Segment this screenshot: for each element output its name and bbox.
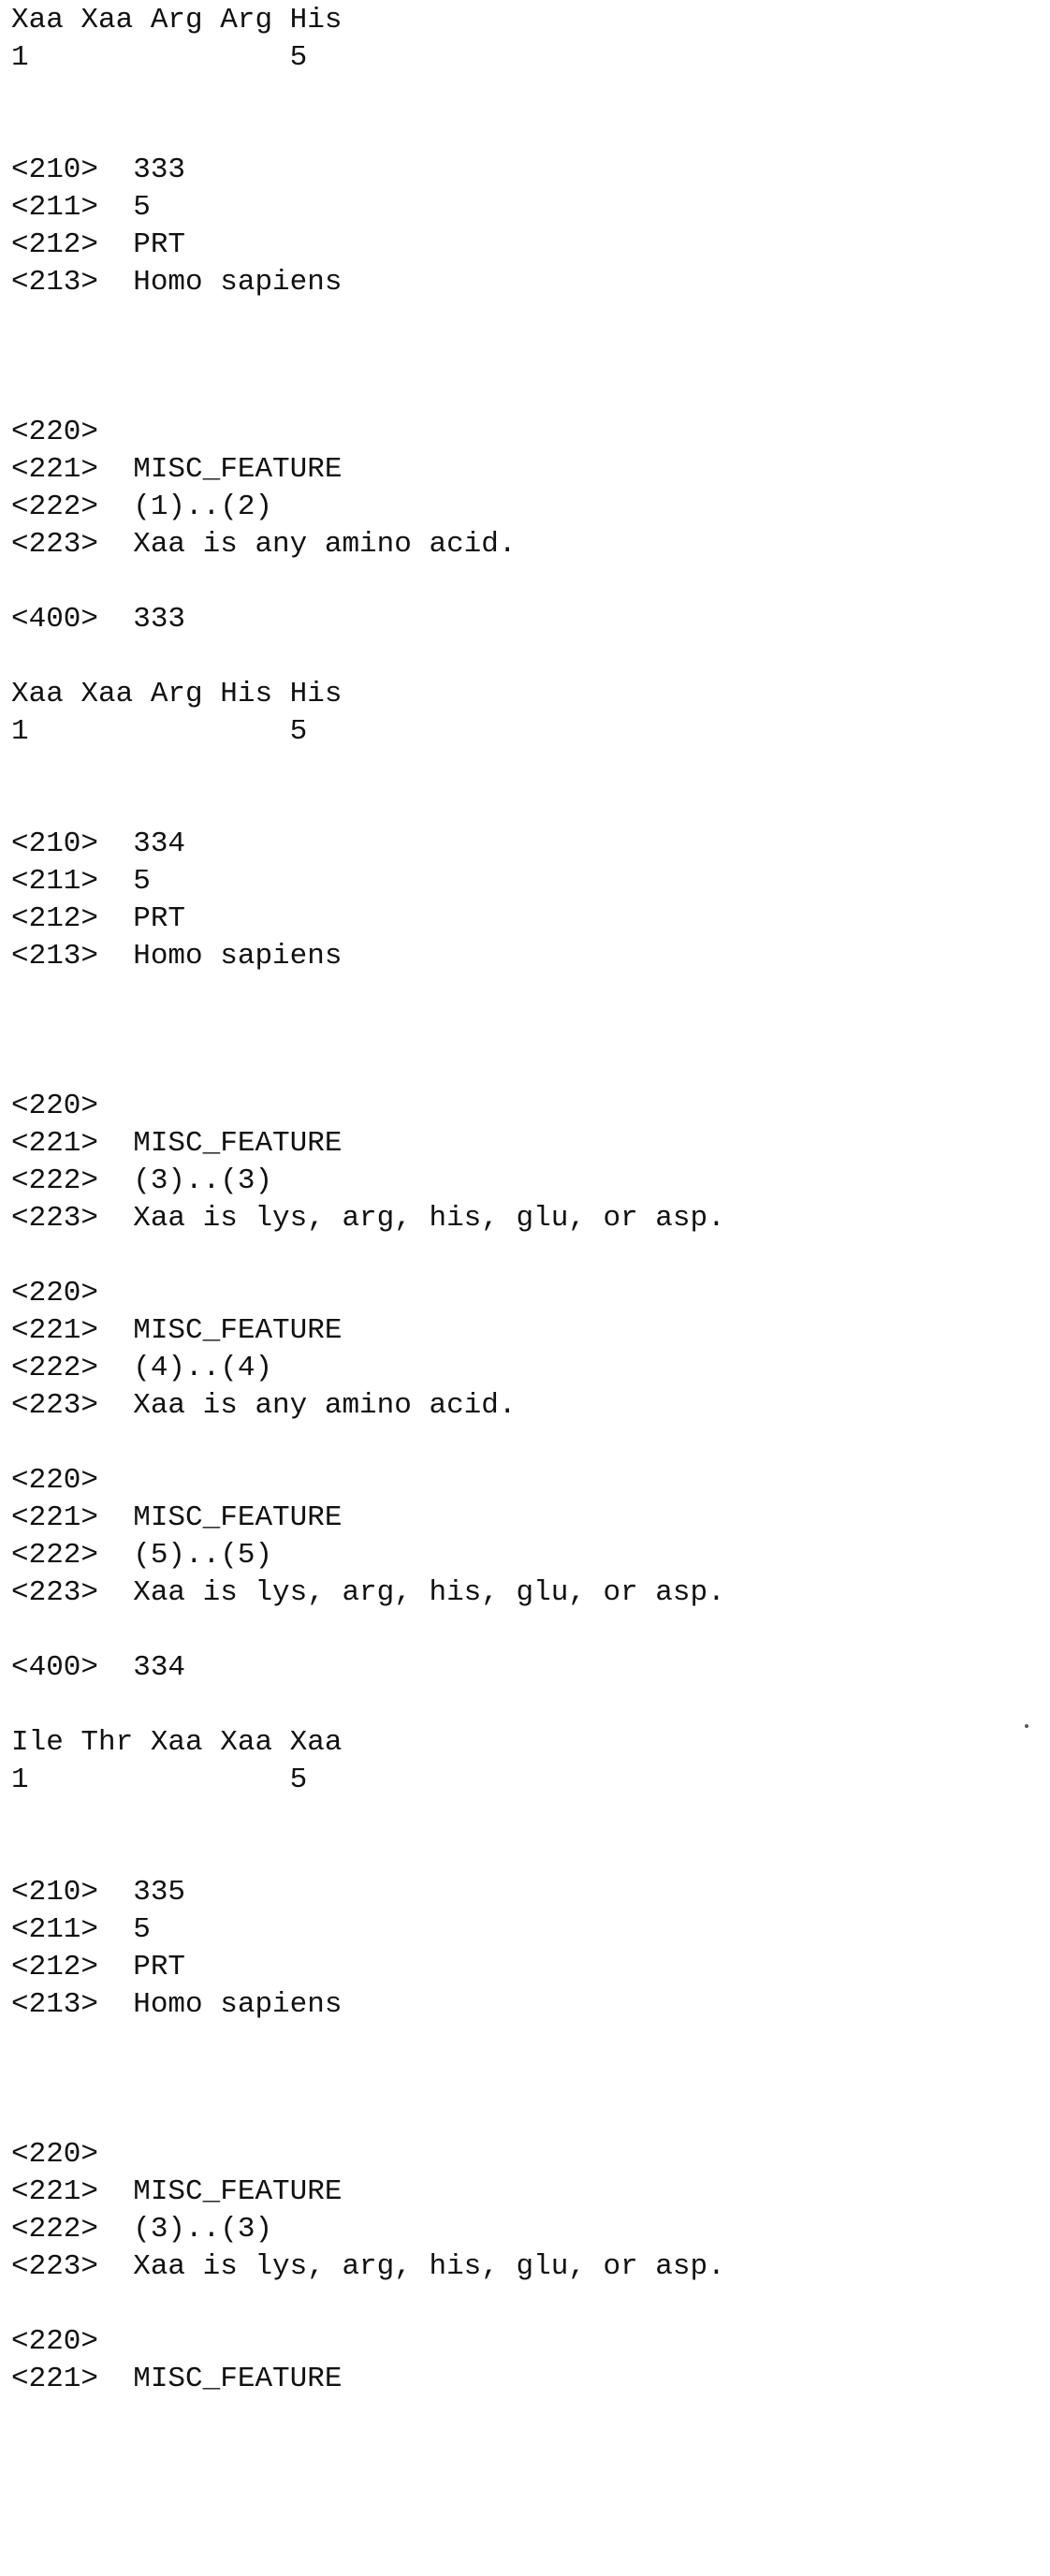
text-line: <222> (1)..(2) [11, 489, 272, 526]
text-line: <222> (5)..(5) [11, 1537, 272, 1574]
text-line: <400> 333 [11, 601, 185, 638]
text-line: <222> (3)..(3) [11, 2211, 272, 2248]
text-line: 1 5 [11, 1762, 307, 1799]
text-line: 1 5 [11, 39, 307, 77]
text-line: <221> MISC_FEATURE [11, 2361, 342, 2398]
text-line: <400> 334 [11, 1649, 185, 1687]
text-line: <210> 335 [11, 1874, 185, 1911]
text-line: <210> 334 [11, 826, 185, 863]
text-line: Xaa Xaa Arg His His [11, 676, 342, 713]
text-line: <211> 5 [11, 1911, 151, 1949]
text-line: <223> Xaa is lys, arg, his, glu, or asp. [11, 2248, 725, 2286]
text-line: <220> [11, 1462, 98, 1500]
text-line: <210> 333 [11, 152, 185, 189]
text-line: <222> (4)..(4) [11, 1350, 272, 1387]
text-line: <223> Xaa is any amino acid. [11, 1387, 517, 1425]
text-line: <221> MISC_FEATURE [11, 1125, 342, 1163]
text-line: <220> [11, 2136, 98, 2174]
text-line: <211> 5 [11, 189, 151, 227]
text-line: <221> MISC_FEATURE [11, 1500, 342, 1537]
text-line: <211> 5 [11, 863, 151, 900]
text-line: <223> Xaa is any amino acid. [11, 526, 517, 564]
text-line: <222> (3)..(3) [11, 1163, 272, 1200]
text-line: <213> Homo sapiens [11, 264, 342, 301]
text-line: <223> Xaa is lys, arg, his, glu, or asp. [11, 1574, 725, 1612]
text-line: Ile Thr Xaa Xaa Xaa [11, 1724, 342, 1762]
text-line: 1 5 [11, 713, 307, 751]
text-line: <221> MISC_FEATURE [11, 2174, 342, 2211]
text-line: <220> [11, 1275, 98, 1312]
text-line: <221> MISC_FEATURE [11, 451, 342, 489]
text-line: <213> Homo sapiens [11, 938, 342, 975]
text-line: <213> Homo sapiens [11, 1986, 342, 2024]
text-line: <223> Xaa is lys, arg, his, glu, or asp. [11, 1200, 725, 1237]
text-line: <212> PRT [11, 227, 185, 264]
text-line: <220> [11, 414, 98, 451]
text-line: <220> [11, 2323, 98, 2361]
text-line: Xaa Xaa Arg Arg His [11, 2, 342, 39]
text-line: <220> [11, 1088, 98, 1125]
text-line: <212> PRT [11, 900, 185, 938]
text-line: <212> PRT [11, 1949, 185, 1986]
text-line: <221> MISC_FEATURE [11, 1312, 342, 1350]
scan-speck [1025, 1724, 1028, 1728]
